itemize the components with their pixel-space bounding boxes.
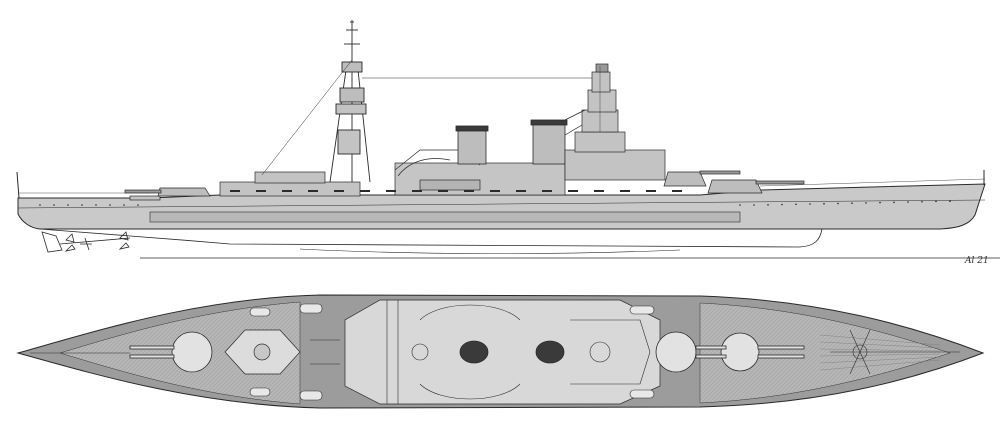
plank-line [819, 353, 941, 357]
secondary-gun [568, 190, 578, 192]
porthole [837, 202, 839, 205]
bridge-tower [564, 63, 666, 181]
porthole [753, 204, 755, 206]
secondary-gun [360, 190, 370, 192]
secondary-gun [672, 190, 682, 192]
secondary-gun [620, 190, 630, 192]
plan-details [310, 300, 651, 404]
fore-funnel [532, 121, 566, 165]
portholes [39, 200, 951, 206]
porthole [893, 201, 895, 204]
porthole [851, 202, 853, 204]
deck-planking [819, 334, 941, 371]
secondary-guns [230, 190, 682, 192]
forecastle [699, 302, 951, 404]
porthole [739, 204, 741, 206]
underwater-hull-outline [39, 228, 823, 248]
plan-turret-a [720, 332, 805, 372]
plan-superstructure [344, 299, 661, 405]
secondary-gun [542, 190, 552, 192]
plank-line [819, 334, 941, 346]
plank-line [819, 348, 941, 352]
secondary-gun [230, 190, 240, 192]
secondary-gun [516, 190, 526, 192]
secondary-gun [386, 190, 396, 192]
porthole [53, 204, 55, 206]
funnels [455, 119, 568, 165]
midships-structure [394, 149, 566, 196]
porthole [95, 204, 97, 206]
plan-aft-deckhouse [224, 329, 301, 375]
secondary-gun [308, 190, 318, 192]
secondary-gun [334, 190, 344, 192]
bilge-keel [299, 248, 681, 254]
porthole [67, 204, 69, 206]
porthole [935, 200, 937, 203]
rigging [261, 59, 600, 176]
porthole [949, 200, 951, 202]
porthole [879, 201, 881, 204]
secondary-gun [438, 190, 448, 192]
secondary-gun [464, 190, 474, 192]
secondary-gun [594, 190, 604, 192]
aft-superstructure [129, 171, 361, 201]
plan-view [16, 294, 985, 409]
secondary-gun [412, 190, 422, 192]
porthole [795, 203, 797, 206]
porthole [781, 203, 783, 206]
main-mast [329, 20, 371, 183]
plan-funnels [459, 340, 565, 364]
secondary-gun [490, 190, 500, 192]
turret-b [663, 170, 741, 187]
porthole [767, 204, 769, 206]
plan-turret-y [129, 331, 213, 373]
turret-a [707, 179, 805, 194]
porthole [921, 200, 923, 203]
aft-funnel [457, 127, 487, 165]
profile-view [16, 20, 1000, 259]
porthole [81, 204, 83, 206]
secondary-gun [282, 190, 292, 192]
porthole [123, 204, 125, 206]
plank-line [819, 341, 941, 349]
porthole [809, 203, 811, 205]
porthole [907, 201, 909, 203]
porthole [137, 204, 139, 206]
plan-boats [249, 303, 655, 401]
plank-line [819, 359, 941, 371]
turret-y [124, 187, 211, 197]
plank-line [819, 356, 941, 364]
armor-belt [149, 211, 741, 223]
secondary-gun [256, 190, 266, 192]
porthole [39, 204, 41, 206]
porthole [865, 202, 867, 204]
rudder-and-propellers [41, 231, 131, 253]
porthole [823, 202, 825, 205]
artist-signature: Al 21 [965, 256, 989, 266]
secondary-gun [646, 190, 656, 192]
porthole [109, 204, 111, 206]
plan-turret-b [655, 331, 727, 373]
bow-detail [830, 329, 960, 375]
flagstaff [16, 171, 20, 199]
